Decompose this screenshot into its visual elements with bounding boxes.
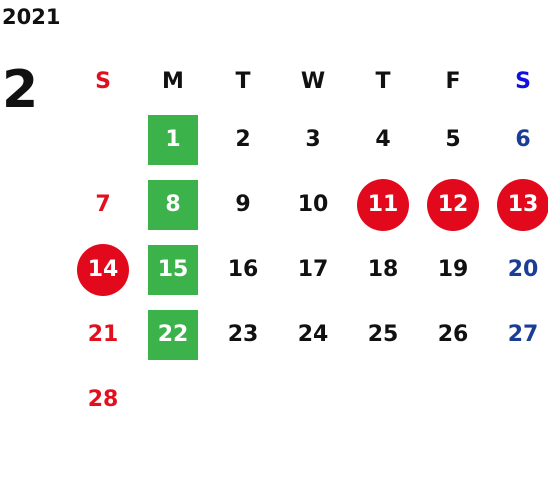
weekday-monday: M — [162, 68, 184, 94]
day-cell[interactable]: 21 — [87, 322, 119, 347]
day-cell-empty — [138, 367, 208, 432]
day-cell[interactable]: 6 — [515, 127, 531, 152]
calendar-month: 2 — [2, 60, 39, 120]
day-cell[interactable]: 26 — [437, 322, 469, 347]
week-row: 7 8 9 10 11 12 13 — [68, 172, 548, 237]
day-cell[interactable]: 15 — [138, 237, 208, 302]
day-cell[interactable]: 3 — [305, 127, 321, 152]
day-cell[interactable]: 13 — [488, 172, 548, 237]
day-green-badge: 15 — [148, 244, 198, 295]
day-cell[interactable]: 17 — [297, 257, 329, 282]
weekday-header-row: S M T W T F S — [68, 55, 548, 107]
day-cell-empty — [348, 367, 418, 432]
day-cell-empty — [208, 367, 278, 432]
weekday-saturday: S — [515, 68, 531, 94]
day-cell[interactable]: 7 — [95, 192, 111, 217]
calendar-grid: S M T W T F S 1 2 3 4 5 6 7 8 9 10 11 12… — [68, 55, 548, 432]
day-cell-empty — [278, 367, 348, 432]
day-red-badge: 12 — [427, 178, 479, 231]
day-cell[interactable]: 25 — [367, 322, 399, 347]
weekday-sunday: S — [95, 68, 111, 94]
calendar-year: 2021 — [2, 5, 61, 29]
day-cell[interactable]: 9 — [235, 192, 251, 217]
day-cell[interactable]: 14 — [68, 237, 138, 302]
day-cell[interactable]: 23 — [227, 322, 259, 347]
day-cell-empty — [488, 367, 548, 432]
day-green-badge: 1 — [148, 114, 198, 165]
day-cell[interactable]: 18 — [367, 257, 399, 282]
weekday-thursday: T — [375, 68, 391, 94]
day-red-badge: 11 — [357, 178, 409, 231]
day-cell[interactable]: 10 — [297, 192, 329, 217]
day-green-badge: 22 — [148, 309, 198, 360]
day-cell[interactable]: 28 — [87, 387, 119, 412]
week-row: 21 22 23 24 25 26 27 — [68, 302, 548, 367]
day-cell[interactable]: 1 — [138, 107, 208, 172]
day-cell[interactable]: 4 — [375, 127, 391, 152]
weekday-tuesday: T — [235, 68, 251, 94]
day-cell[interactable]: 8 — [138, 172, 208, 237]
day-cell[interactable]: 19 — [437, 257, 469, 282]
day-cell-empty — [418, 367, 488, 432]
week-row: 14 15 16 17 18 19 20 — [68, 237, 548, 302]
day-red-badge: 13 — [497, 178, 548, 231]
day-cell[interactable]: 20 — [507, 257, 539, 282]
day-cell[interactable]: 16 — [227, 257, 259, 282]
day-red-badge: 14 — [77, 243, 129, 296]
day-cell[interactable]: 2 — [235, 127, 251, 152]
week-row: 28 — [68, 367, 548, 432]
weekday-friday: F — [445, 68, 461, 94]
day-cell[interactable]: 27 — [507, 322, 539, 347]
week-row: 1 2 3 4 5 6 — [68, 107, 548, 172]
day-cell[interactable]: 11 — [348, 172, 418, 237]
day-green-badge: 8 — [148, 179, 198, 230]
weekday-wednesday: W — [300, 68, 326, 94]
day-cell[interactable]: 12 — [418, 172, 488, 237]
day-cell[interactable]: 22 — [138, 302, 208, 367]
day-cell[interactable]: 24 — [297, 322, 329, 347]
day-cell[interactable]: 5 — [445, 127, 461, 152]
day-cell-empty — [68, 107, 138, 172]
